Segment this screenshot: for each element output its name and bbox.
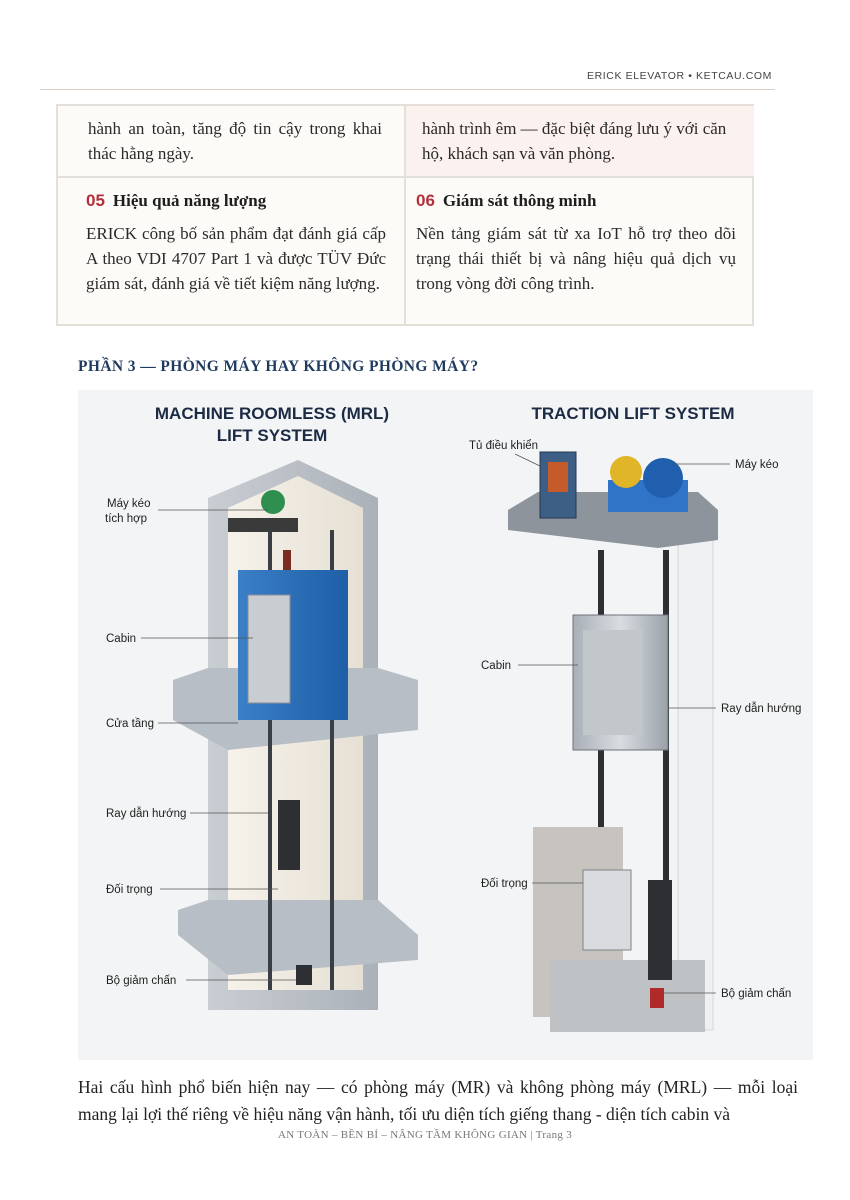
traction-shaft-wall [677, 539, 714, 1031]
feature-card-monitoring: 06 Giám sát thông minh Nền tảng giám sát … [406, 178, 754, 324]
label-buffer: Bộ giảm chấn [106, 975, 176, 987]
feature-body: Nền tảng giám sát từ xa IoT hỗ trợ theo … [416, 224, 736, 293]
mrl-guide-rail-right [330, 530, 334, 990]
feature-body: ERICK công bố sản phẩm đạt đánh giá cấp … [86, 224, 386, 293]
page-footer: AN TOÀN – BỀN BỈ – NÂNG TẦM KHÔNG GIAN |… [277, 1129, 573, 1141]
label-guide-rail: Ray dẫn hướng [106, 807, 186, 820]
header-brand: ERICK ELEVATOR • KETCAU.COM [587, 70, 772, 82]
feature-number: 05 [86, 191, 105, 210]
feature-continued-left: hành an toàn, tăng độ tin cậy trong khai… [88, 119, 382, 163]
label-buffer-traction: Bộ giảm chấn [721, 988, 791, 1000]
traction-landing-door [582, 869, 632, 951]
leader-line [514, 453, 541, 467]
label-machine-line1: Máy kéo [107, 498, 150, 510]
label-landing-door: Cửa tầng [106, 718, 154, 730]
label-control-cabinet: Tủ điều khiển [469, 440, 538, 452]
body-paragraph: Hai cấu hình phổ biến hiện nay — có phòn… [78, 1077, 798, 1124]
feature-number: 06 [416, 191, 435, 210]
feature-continued-right: hành trình êm — đặc biệt đáng lưu ý với … [406, 106, 754, 176]
features-grid: hành an toàn, tăng độ tin cậy trong khai… [56, 104, 754, 326]
grid-divider-vertical [404, 106, 406, 324]
mrl-guide-rail [268, 530, 272, 990]
label-counterweight-traction: Đối trọng [481, 878, 528, 890]
mrl-title-line2: LIFT SYSTEM [217, 426, 328, 445]
label-cabin: Cabin [106, 633, 136, 645]
traction-diagram: TRACTION LIFT SYSTEM [469, 404, 801, 1032]
feature-card-energy: 05 Hiệu quả năng lượng ERICK công bố sản … [58, 178, 404, 324]
traction-title: TRACTION LIFT SYSTEM [531, 404, 734, 423]
feature-title-text: Hiệu quả năng lượng [112, 191, 267, 210]
mrl-lower-slab [178, 900, 418, 975]
feature-title: 05 Hiệu quả năng lượng [86, 188, 386, 213]
mrl-cabin-door [247, 594, 291, 704]
traction-guide-rail [663, 550, 669, 1030]
traction-counterweight [648, 880, 672, 980]
mrl-buffer [296, 965, 312, 985]
feature-title: 06 Giám sát thông minh [416, 188, 736, 213]
lift-diagram: MACHINE ROOMLESS (MRL) LIFT SYSTEM Máy [105, 404, 801, 1032]
mrl-title-line1: MACHINE ROOMLESS (MRL) [155, 404, 389, 423]
mrl-counterweight [278, 800, 300, 870]
traction-pit [550, 960, 705, 1032]
header-divider [40, 89, 775, 90]
lift-comparison-figure: MACHINE ROOMLESS (MRL) LIFT SYSTEM Máy [78, 390, 813, 1060]
label-guide-rail-traction: Ray dẫn hướng [721, 702, 801, 715]
traction-buffer [650, 988, 664, 1008]
mrl-diagram: MACHINE ROOMLESS (MRL) LIFT SYSTEM Máy [105, 404, 418, 1010]
mrl-machine-beam [228, 518, 298, 532]
mrl-machine-motor [261, 490, 285, 514]
label-cabin-traction: Cabin [481, 660, 511, 672]
label-machine: Máy kéo [735, 459, 778, 471]
label-counterweight: Đối trọng [106, 884, 153, 896]
traction-cabin-door [583, 630, 643, 735]
traction-sheave [643, 458, 683, 498]
feature-title-text: Giám sát thông minh [442, 191, 597, 210]
section-title: PHẦN 3 — PHÒNG MÁY HAY KHÔNG PHÒNG MÁY? [78, 358, 479, 375]
traction-rail-left [598, 550, 604, 1030]
traction-motor [610, 456, 642, 488]
grid-divider-horizontal [58, 176, 752, 178]
traction-control-panel [548, 462, 568, 492]
label-machine-line2: tích hợp [105, 513, 147, 525]
